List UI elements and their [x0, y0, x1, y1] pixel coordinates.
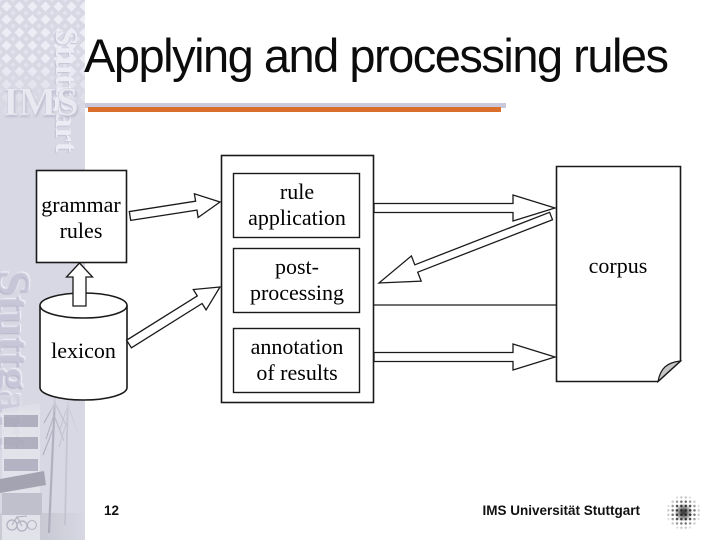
- node-label-annotation: annotation of results: [250, 334, 344, 385]
- ims-watermark: IMS: [3, 79, 79, 125]
- edge-annotation-to-corpus: [373, 343, 558, 371]
- edge-corpus-to-postproc: [377, 211, 554, 284]
- title-underline-lavender: [85, 103, 506, 108]
- edge-lexicon-to-postproc: [125, 286, 222, 349]
- stuttgart-watermark-upper: Stuttgart: [49, 28, 85, 153]
- edge-ruleapp-to-corpus: [373, 194, 558, 222]
- building-photo-decoration: [0, 395, 85, 540]
- edge-grammar-to-ruleapp: [128, 192, 222, 222]
- diamond-pattern-decoration: [0, 0, 85, 130]
- page-number: 12: [104, 503, 120, 518]
- title-underline-orange: [88, 107, 501, 112]
- node-label-grammar-rules: grammar rules: [41, 192, 121, 243]
- node-label-rule-application: rule application: [248, 179, 346, 230]
- sidebar-decoration: Stuttgart Stuttgart IMS: [0, 0, 85, 540]
- slide-title: Applying and processing rules: [84, 29, 669, 82]
- node-label-lexicon: lexicon: [51, 338, 116, 364]
- ims-halftone-sphere-logo: [666, 495, 701, 530]
- node-label-corpus: corpus: [588, 253, 648, 279]
- footer-organization: IMS Universität Stuttgart: [482, 503, 640, 518]
- node-label-post-processing: post-processing: [249, 254, 345, 305]
